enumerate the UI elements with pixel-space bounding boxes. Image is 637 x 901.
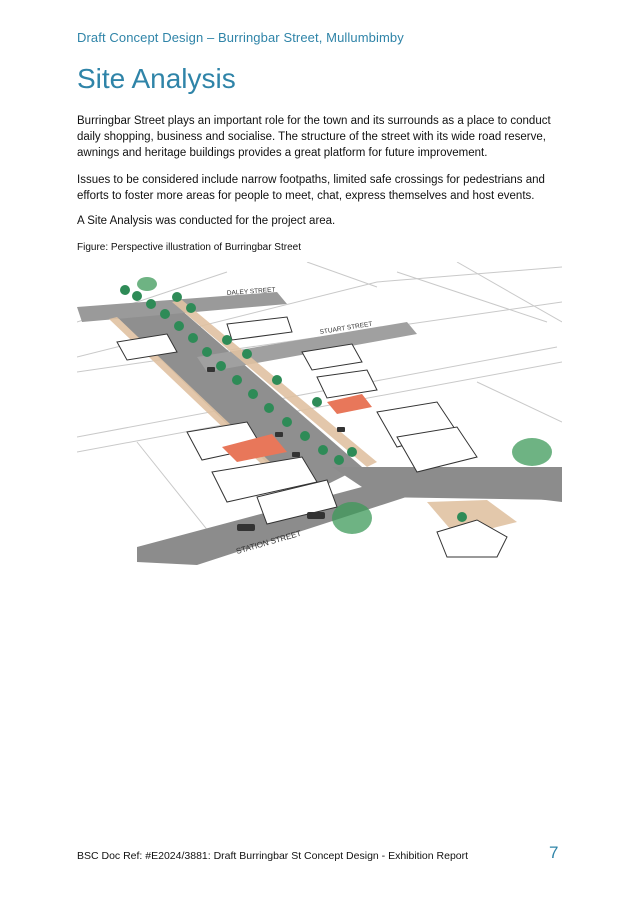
page-title: Site Analysis (77, 63, 236, 94)
issues-paragraph: Issues to be considered include narrow f… (77, 174, 545, 202)
street-illustration: DALEY STREET STUART STREET STATION STREE… (77, 262, 562, 565)
analysis-paragraph: A Site Analysis was conducted for the pr… (77, 215, 336, 227)
intro-paragraph: Burringbar Street plays an important rol… (77, 115, 551, 159)
vehicles (207, 367, 345, 531)
highlighted-roofs (222, 394, 372, 462)
page-number: 7 (549, 843, 559, 862)
daley-street-label: DALEY STREET (227, 287, 276, 297)
footer-doc-ref: BSC Doc Ref: #E2024/3881: Draft Burringb… (77, 850, 469, 862)
perspective-illustration: DALEY STREET STUART STREET STATION STREE… (77, 262, 562, 565)
shade-trees (137, 277, 552, 534)
figure-caption: Figure: Perspective illustration of Burr… (77, 242, 301, 253)
running-header: Draft Concept Design – Burringbar Street… (77, 30, 404, 45)
burringbar-street-road (117, 302, 362, 497)
station-street-road (137, 467, 562, 565)
street-trees (120, 285, 467, 522)
